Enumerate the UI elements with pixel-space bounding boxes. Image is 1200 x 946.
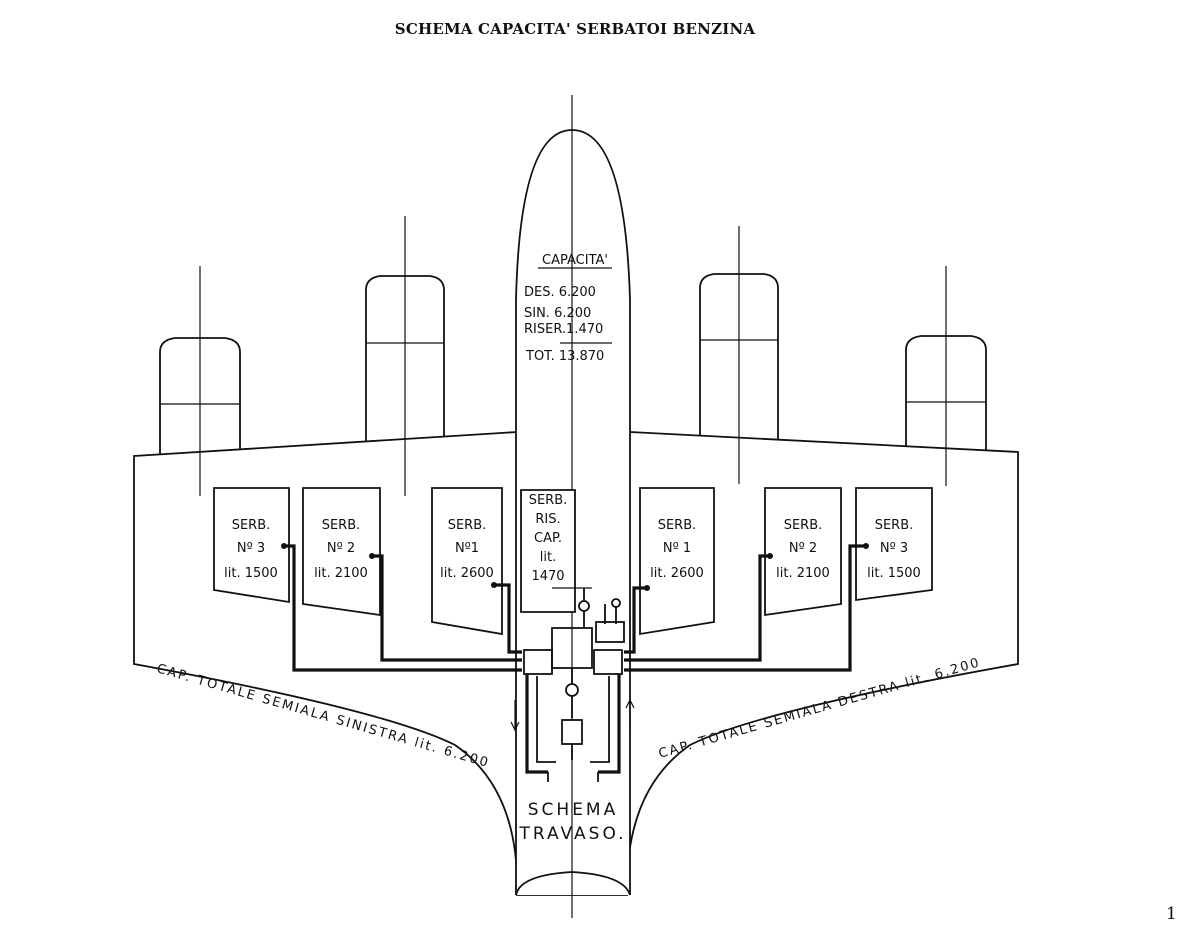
svg-text:SERB.: SERB. [448,518,487,533]
svg-text:lit.: lit. [540,550,556,565]
tank-right-1: SERB. Nº 1 lit. 2600 [639,487,715,636]
svg-text:SERB.: SERB. [658,518,697,533]
page-title: SCHEMA CAPACITA' SERBATOI BENZINA [394,20,756,38]
svg-text:SERB.: SERB. [784,518,823,533]
capacity-total: TOT. 13.870 [525,349,604,364]
svg-text:CAP.: CAP. [534,531,562,546]
svg-text:Nº 2: Nº 2 [327,541,355,556]
svg-text:Nº1: Nº1 [455,541,479,556]
svg-text:lit. 2600: lit. 2600 [440,566,494,581]
svg-text:lit. 2100: lit. 2100 [776,566,830,581]
tank-right-2: SERB. Nº 2 lit. 2100 [764,487,842,617]
svg-text:SERB.: SERB. [529,493,568,508]
capacity-heading: CAPACITA' [542,253,608,268]
tank-right-3: SERB. Nº 3 lit. 1500 [855,487,933,602]
svg-text:DES. 6.200: DES. 6.200 [524,285,596,300]
transfer-label-line1: SCHEMA [528,800,618,820]
svg-text:RIS.: RIS. [535,512,560,527]
svg-text:lit. 2100: lit. 2100 [314,566,368,581]
svg-text:Nº 3: Nº 3 [880,541,908,556]
fuel-lines-left [281,543,522,672]
transfer-label-line2: TRAVASO. [518,824,626,844]
tank-left-2: SERB. Nº 2 lit. 2100 [302,487,381,617]
svg-text:RISER.1.470: RISER.1.470 [524,322,603,337]
svg-text:SIN. 6.200: SIN. 6.200 [524,306,591,321]
svg-text:SERB.: SERB. [232,518,271,533]
tank-left-1: SERB. Nº1 lit. 2600 [431,487,503,636]
svg-text:lit. 1500: lit. 1500 [224,566,278,581]
svg-text:1470: 1470 [531,569,564,584]
svg-text:Nº 1: Nº 1 [663,541,691,556]
svg-text:Nº 3: Nº 3 [237,541,265,556]
tank-left-3: SERB. Nº 3 lit. 1500 [213,487,290,604]
svg-text:lit. 2600: lit. 2600 [650,566,704,581]
tank-reserve: SERB. RIS. CAP. lit. 1470 [520,489,576,613]
svg-text:lit. 1500: lit. 1500 [867,566,921,581]
transfer-schematic [510,587,635,782]
fuel-lines-right [624,543,869,672]
capacity-summary: CAPACITA' DES. 6.200 SIN. 6.200 RISER.1.… [524,253,612,364]
svg-text:SERB.: SERB. [875,518,914,533]
svg-text:SERB.: SERB. [322,518,361,533]
page-number: 1 [1166,904,1177,924]
svg-text:Nº 2: Nº 2 [789,541,817,556]
